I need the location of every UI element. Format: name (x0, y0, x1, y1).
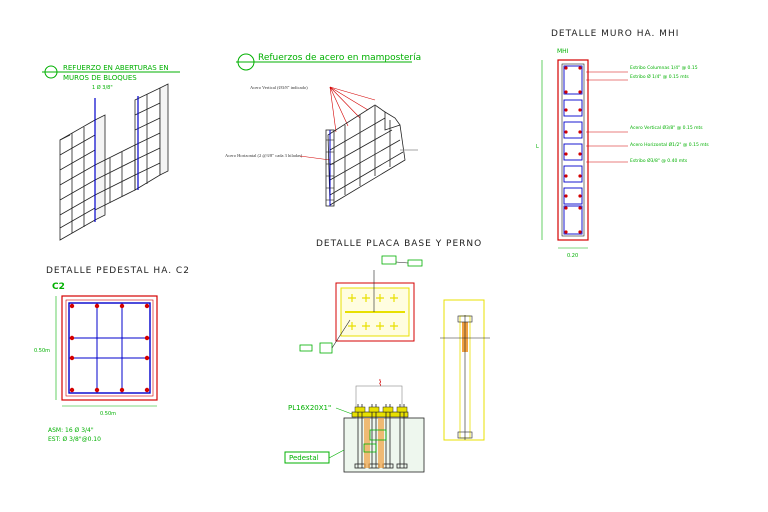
placa-title: DETALLE PLACA BASE Y PERNO (316, 239, 482, 249)
muro-detail: DETALLE MURO HA. MHI MHI L 0.20 (536, 29, 709, 259)
base-plate (351, 411, 409, 418)
tag-box (363, 443, 377, 453)
pedestal-stirrup (68, 302, 151, 394)
tag-box (381, 255, 397, 265)
muro-note-2: Estribo Ø 1/4" @ 0.15 mts (630, 73, 689, 80)
muro-note-4: Acero Horizontal Ø1/2" @ 0.15 mts (630, 141, 709, 148)
muro-dim-bottom: 0.20 (567, 253, 578, 259)
pedestal-note-1: ASM: 16 Ø 3/4" (48, 427, 94, 434)
tag-box (369, 429, 387, 441)
muro-stirrups (563, 65, 583, 235)
bolt-crosses (348, 294, 398, 330)
muro-title: DETALLE MURO HA. MHI (551, 29, 679, 39)
refuerzo-aberturas-detail: REFUERZO EN ABERTURAS EN MUROS DE BLOQUE… (42, 64, 180, 241)
muro-note-3: Acero Vertical Ø3/8" @ 0.15 mts (630, 124, 703, 131)
muro-outline (557, 59, 589, 241)
muro-note-1: Estribo Columnas 1/4" @ 0.15 (630, 65, 698, 71)
label-acero-horizontal: Acero Horizontal (2 @3/8" cada 3 hiladas… (225, 153, 303, 158)
pedestal-outline (61, 295, 158, 401)
pedestal-detail: DETALLE PEDESTAL HA. C2 C2 0.50m 0.50m A… (34, 266, 190, 443)
refuerzo-subtitle: 1 Ø 3/8" (92, 84, 113, 91)
leader-lines (299, 86, 376, 161)
muro-rebar-dots (564, 66, 582, 234)
placa-detail: DETALLE PLACA BASE Y PERNO ⌇ (284, 239, 490, 473)
tag-box (319, 342, 333, 354)
muro-tag: MHI (557, 48, 569, 55)
tag-box (299, 344, 313, 352)
pedestal-dim-left: 0.50m (34, 348, 50, 354)
break-symbol: ⌇ (378, 378, 382, 389)
mamposteria-wall-drawing (327, 104, 418, 206)
refuerzo-title-line2: MUROS DE BLOQUES (63, 74, 137, 82)
pedestal-label-box (284, 451, 330, 464)
plate-label: PL16X20X1" (288, 404, 331, 412)
mamposteria-title: Refuerzos de acero en mampostería (258, 53, 421, 63)
mamposteria-detail: Refuerzos de acero en mampostería Acero … (225, 53, 421, 207)
pedestal-label: Pedestal (289, 454, 319, 462)
pedestal-dim-bottom: 0.50m (100, 411, 116, 417)
plate-plan-outline (335, 282, 415, 342)
muro-note-5: Estribo Ø3/8" @ 0.40 mts (630, 157, 688, 164)
pedestal-tag: C2 (52, 282, 65, 292)
pedestal-note-2: EST: Ø 3/8"@0.10 (48, 436, 101, 443)
muro-leaders (586, 71, 628, 163)
tag-box (407, 259, 423, 267)
refuerzo-title-line1: REFUERZO EN ABERTURAS EN (63, 64, 169, 72)
bolt-elevation (443, 299, 485, 441)
pedestal-title: DETALLE PEDESTAL HA. C2 (46, 266, 190, 276)
block-wall-drawing (59, 83, 169, 241)
muro-dim-left: L (536, 144, 539, 150)
label-acero-vertical: Acero Vertical (Ø3/8" indicado) (250, 85, 308, 90)
pedestal-rebar-dots (69, 303, 150, 393)
